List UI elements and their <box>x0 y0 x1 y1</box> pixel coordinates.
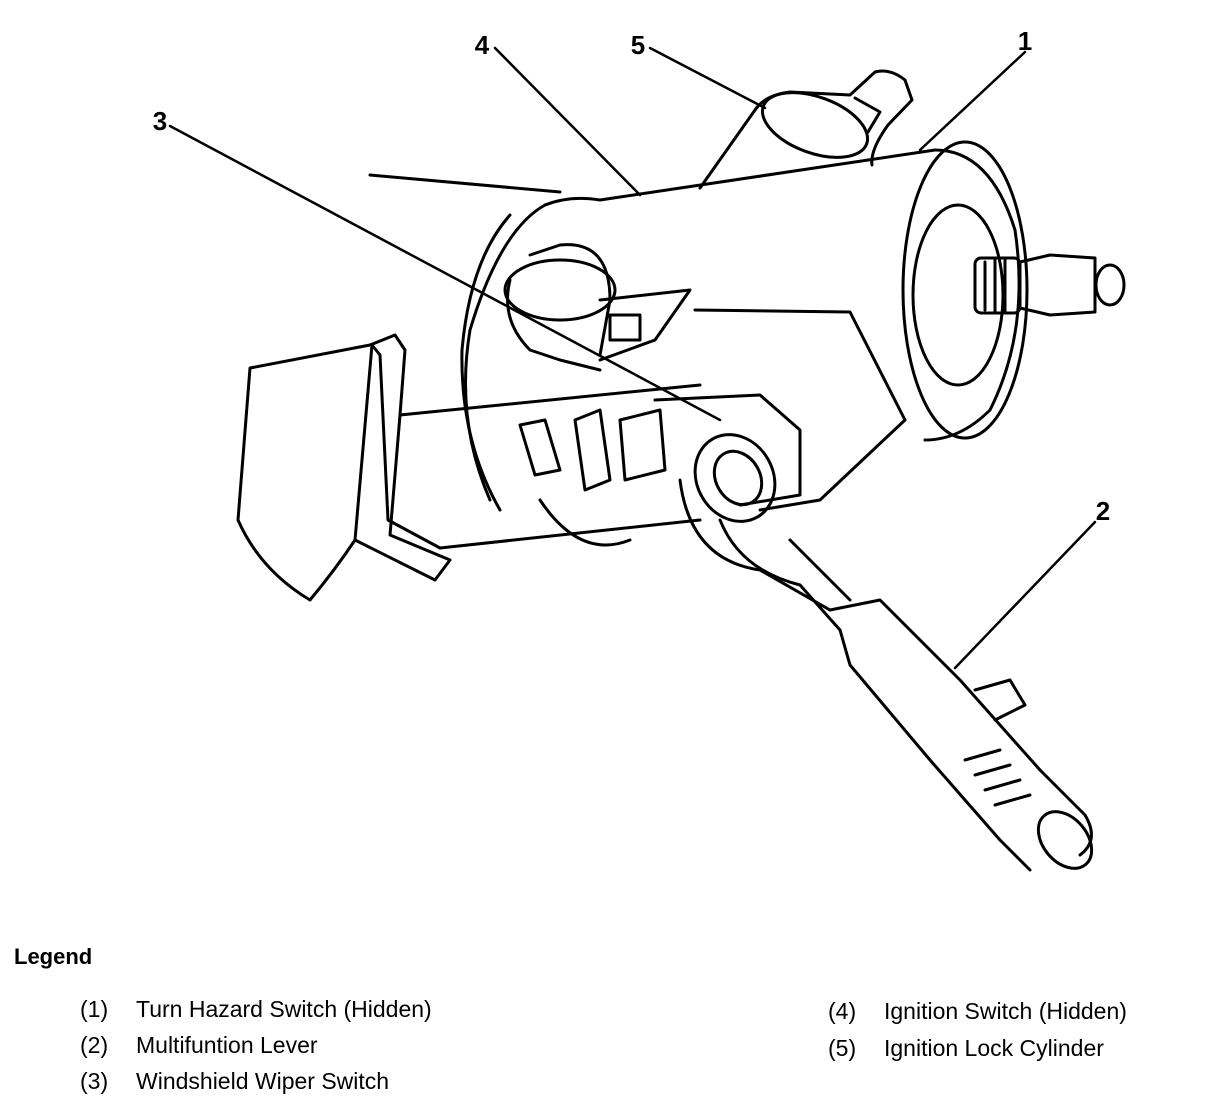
steering-column-body <box>368 140 1029 512</box>
callout-1: 1 <box>1018 26 1032 56</box>
steering-column-diagram: 1 2 3 4 5 <box>153 26 1126 872</box>
callout-3: 3 <box>153 106 167 136</box>
switch-internals <box>503 243 802 547</box>
legend-text: Windshield Wiper Switch <box>136 1068 390 1094</box>
legend-title: Legend <box>14 944 93 969</box>
leader-lines <box>168 46 1097 670</box>
steering-shaft <box>973 253 1126 317</box>
legend-text: Ignition Switch (Hidden) <box>884 998 1127 1024</box>
legend-text: Multifuntion Lever <box>136 1032 318 1058</box>
callout-4: 4 <box>475 30 490 60</box>
legend-number: (3) <box>80 1068 109 1094</box>
windshield-wiper-switch-housing <box>236 333 702 602</box>
legend-number: (2) <box>80 1032 109 1058</box>
legend-item-2: (2) Multifuntion Lever <box>80 1032 318 1059</box>
legend-item-1: (1) Turn Hazard Switch (Hidden) <box>80 996 432 1023</box>
callout-5: 5 <box>631 30 645 60</box>
legend-number: (4) <box>828 998 857 1024</box>
legend-number: (1) <box>80 996 109 1022</box>
legend-text: Ignition Lock Cylinder <box>884 1035 1104 1061</box>
legend-item-5: (5) Ignition Lock Cylinder <box>828 1035 1104 1062</box>
legend-number: (5) <box>828 1035 857 1061</box>
legend-text: Turn Hazard Switch (Hidden) <box>136 996 432 1022</box>
legend-item-3: (3) Windshield Wiper Switch <box>80 1068 389 1095</box>
callout-2: 2 <box>1096 496 1110 526</box>
multifunction-lever-drawing <box>678 433 1094 872</box>
legend-item-4: (4) Ignition Switch (Hidden) <box>828 998 1127 1025</box>
